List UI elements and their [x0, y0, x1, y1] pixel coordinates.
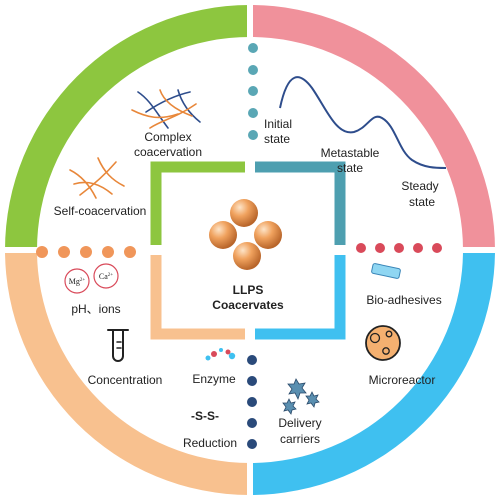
label-complex: Complex: [144, 130, 191, 144]
label-metastable: Metastable: [321, 146, 380, 160]
label-initial-state: state: [264, 132, 290, 146]
label-bio-adhesives: Bio-adhesives: [366, 293, 441, 307]
ring-sector-dynamical: [250, 5, 495, 250]
center-frame: [150, 161, 346, 340]
complex-coacervation-icon: [131, 89, 201, 129]
frame-corner-green: [150, 161, 245, 245]
coacervate-droplets-icon: [209, 199, 282, 270]
energy-path-curve: [279, 76, 447, 169]
label-carriers: carriers: [280, 432, 320, 446]
frame-corner-blue: [255, 255, 346, 340]
label-ph-ions: pH、ions: [71, 302, 120, 316]
label-reduction: Reduction: [183, 436, 237, 450]
microreactor-icon: [365, 325, 401, 361]
label-concentration: Concentration: [88, 373, 163, 387]
center-label-coacervates: Coacervates: [212, 298, 284, 312]
biomedical-dots: [356, 243, 442, 253]
responsiveness-dots: [36, 246, 136, 258]
label-microreactor: Microreactor: [369, 373, 436, 387]
label-self-coacervation: Self-coacervation: [54, 204, 147, 218]
frame-corner-orange: [150, 255, 245, 340]
label-coacervation: coacervation: [134, 145, 202, 159]
label-disulfide: -S-S-: [191, 409, 219, 423]
bio-adhesive-patch-icon: [371, 263, 401, 279]
ring-sector-coalescence: [5, 5, 250, 250]
responsiveness-vertical-dots: [247, 355, 257, 449]
center-label-llps: LLPS: [233, 283, 264, 297]
ring-sector-responsiveness: [5, 250, 250, 495]
label-enzyme: Enzyme: [192, 372, 236, 386]
self-coacervation-icon: [69, 157, 125, 199]
label-metastable-state: state: [337, 161, 363, 175]
ion-ca-icon: Ca2+: [93, 263, 119, 289]
svg-text:Mg2+: Mg2+: [69, 277, 86, 286]
ion-mg-icon: Mg2+: [64, 268, 90, 294]
dynamical-dots: [248, 43, 258, 140]
ring-sector-biomedical: [250, 250, 495, 495]
frame-corner-teal: [255, 161, 346, 245]
test-tube-icon: [107, 329, 129, 362]
label-initial: Initial: [264, 117, 292, 131]
delivery-carrier-icon: [282, 378, 320, 415]
label-delivery: Delivery: [278, 416, 321, 430]
svg-text:Ca2+: Ca2+: [99, 272, 113, 281]
label-steady: Steady: [401, 179, 438, 193]
enzyme-icon: [205, 348, 236, 361]
label-steady-state: state: [409, 195, 435, 209]
